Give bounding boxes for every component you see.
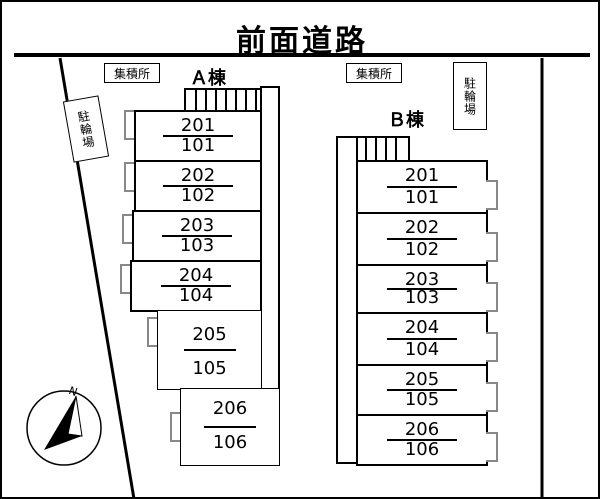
balcony	[486, 180, 498, 210]
building-a-unit-2: 202 102	[134, 160, 262, 212]
unit-divider	[161, 285, 231, 287]
unit-divider	[163, 135, 233, 137]
unit-lower-number: 103	[179, 235, 215, 256]
unit-divider	[163, 185, 233, 187]
unit-upper-number: 204	[404, 317, 440, 338]
garbage-area-left: 集積所	[104, 63, 160, 83]
unit-lower-number: 102	[404, 239, 440, 260]
compass-icon	[26, 390, 102, 466]
balcony	[486, 282, 498, 312]
building-a-corridor	[260, 86, 280, 390]
unit-upper-number: 204	[178, 265, 214, 286]
unit-upper-number: 206	[212, 398, 248, 419]
unit-lower-number: 103	[404, 287, 440, 308]
unit-upper-number: 203	[404, 269, 440, 290]
unit-lower-number: 101	[180, 135, 216, 156]
unit-divider	[162, 235, 232, 237]
road-line	[14, 53, 590, 57]
bike-parking-right: 駐輪場	[453, 62, 487, 130]
unit-upper-number: 205	[404, 369, 440, 390]
unit-lower-number: 106	[404, 439, 440, 460]
unit-divider	[387, 439, 457, 441]
building-b-unit-1: 201 101	[356, 160, 488, 214]
building-a-unit-1: 201 101	[134, 110, 262, 162]
unit-lower-number: 105	[192, 358, 227, 379]
unit-lower-number: 105	[404, 389, 440, 410]
unit-divider	[387, 288, 457, 290]
building-b-unit-2: 202 102	[356, 212, 488, 266]
building-b-unit-3: 203 103	[356, 264, 488, 314]
unit-lower-number: 104	[404, 339, 440, 360]
building-b-corridor	[336, 136, 358, 464]
unit-divider	[387, 389, 457, 391]
building-b-unit-5: 205 105	[356, 364, 488, 416]
unit-upper-number: 201	[180, 115, 216, 136]
unit-divider	[183, 349, 236, 351]
unit-upper-number: 203	[179, 215, 215, 236]
unit-upper-number: 201	[404, 165, 440, 186]
unit-divider	[387, 338, 457, 340]
balcony	[486, 382, 498, 412]
building-b-stairs	[356, 136, 410, 162]
unit-upper-number: 206	[404, 419, 440, 440]
garbage-area-right: 集積所	[346, 63, 402, 83]
building-b-unit-6: 206 106	[356, 414, 488, 466]
building-a-unit-3: 203 103	[132, 210, 262, 262]
balcony	[486, 232, 498, 262]
unit-lower-number: 106	[212, 432, 248, 453]
building-a-stairs	[184, 88, 268, 112]
unit-upper-number: 202	[404, 217, 440, 238]
balcony	[486, 332, 498, 362]
unit-lower-number: 101	[404, 187, 440, 208]
unit-upper-number: 205	[192, 324, 227, 345]
balcony	[486, 432, 498, 462]
building-b-label: Ｂ棟	[388, 110, 424, 131]
unit-upper-number: 202	[180, 165, 216, 186]
building-a-unit-6: 206 106	[180, 388, 280, 466]
unit-divider	[387, 186, 457, 188]
building-b-unit-4: 204 104	[356, 312, 488, 366]
building-a-label: Ａ棟	[190, 68, 226, 89]
unit-lower-number: 102	[180, 185, 216, 206]
building-a-unit-5: 205 105	[157, 310, 262, 390]
unit-divider	[387, 238, 457, 240]
unit-lower-number: 104	[178, 285, 214, 306]
unit-divider	[204, 426, 256, 428]
building-a-unit-4: 204 104	[130, 260, 262, 312]
